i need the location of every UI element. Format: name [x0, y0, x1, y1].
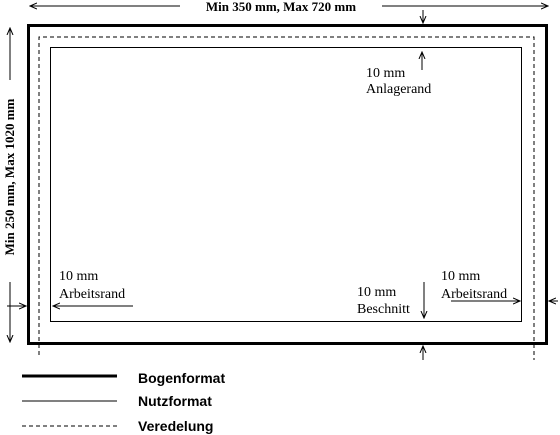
left-margin-value: 10 mm	[59, 269, 98, 284]
bottom-margin-label: Beschnitt	[357, 302, 410, 317]
bottom-margin-value: 10 mm	[357, 285, 396, 300]
left-margin-annotation: 10 mm Arbeitsrand	[53, 269, 133, 306]
legend-item-usable: Nutzformat	[22, 393, 212, 409]
sheet-format-rect	[27, 24, 548, 345]
right-margin-annotation: 10 mm Arbeitsrand	[441, 269, 520, 302]
height-label: Min 250 mm, Max 1020 mm	[2, 98, 17, 255]
legend-label-usable: Nutzformat	[138, 393, 212, 409]
finishing-format-outline	[38, 36, 535, 360]
legend-item-sheet: Bogenformat	[22, 370, 225, 386]
top-margin-label: Anlagerand	[366, 82, 431, 97]
top-margin-value: 10 mm	[366, 66, 405, 81]
usable-format-rect	[50, 47, 522, 322]
legend-label-sheet: Bogenformat	[138, 370, 225, 386]
top-margin-annotation: 10 mm Anlagerand	[366, 52, 431, 97]
left-margin-label: Arbeitsrand	[59, 287, 125, 302]
legend-item-finishing: Veredelung	[22, 418, 213, 434]
width-label: Min 350 mm, Max 720 mm	[206, 0, 356, 14]
finishing-outline-path	[38, 36, 535, 360]
height-dimension: Min 250 mm, Max 1020 mm	[2, 28, 17, 342]
right-margin-label: Arbeitsrand	[441, 287, 507, 302]
width-dimension: Min 350 mm, Max 720 mm	[30, 0, 548, 14]
legend-label-finishing: Veredelung	[138, 418, 213, 434]
legend: Bogenformat Nutzformat Veredelung	[22, 370, 225, 434]
right-margin-value: 10 mm	[441, 269, 480, 284]
bottom-margin-annotation: 10 mm Beschnitt	[357, 282, 424, 318]
